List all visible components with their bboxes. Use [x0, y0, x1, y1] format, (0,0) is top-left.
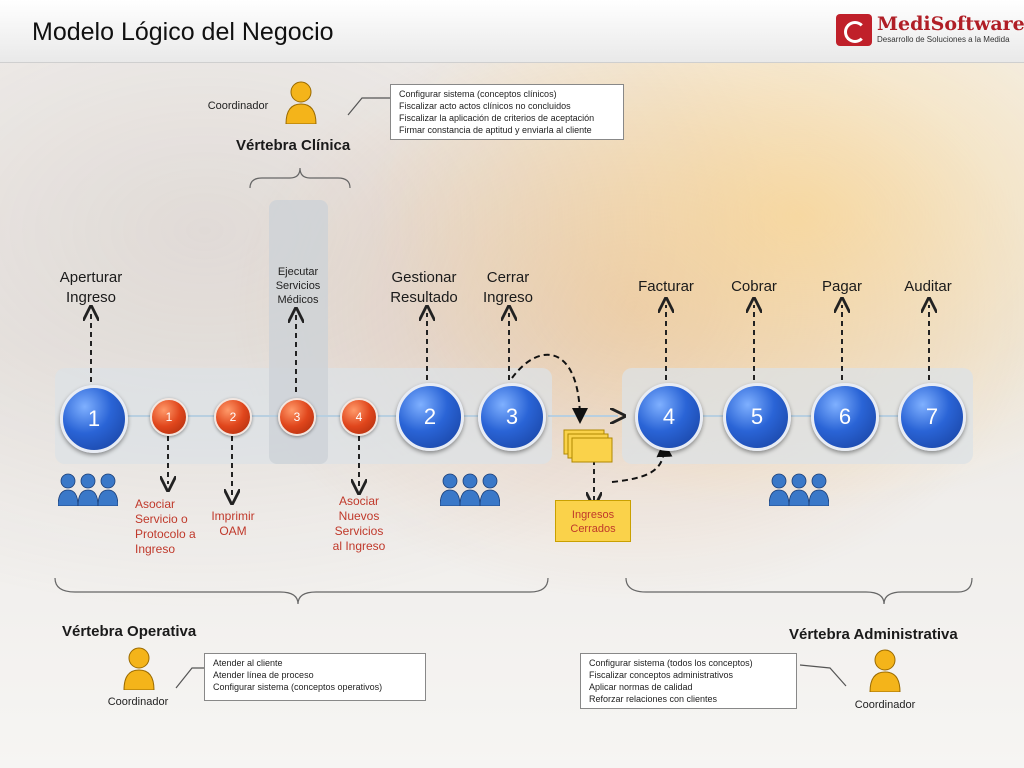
- operative-task-3: Configurar sistema (conceptos operativos…: [213, 682, 383, 692]
- group-icon: [440, 472, 500, 506]
- clinical-task-3: Fiscalizar la aplicación de criterios de…: [399, 113, 595, 123]
- clinical-tasks-box: Configurar sistema (conceptos clínicos) …: [390, 84, 624, 140]
- person-icon: [284, 80, 318, 124]
- substep-2: 2: [214, 398, 252, 436]
- ingresos-cerrados-box: Ingresos Cerrados: [555, 500, 631, 542]
- step-6: 6: [811, 383, 879, 451]
- label-pagar: Pagar: [821, 278, 863, 295]
- label-cobrar: Cobrar: [731, 278, 777, 295]
- administrative-task-1: Configurar sistema (todos los conceptos): [589, 658, 753, 668]
- page-title: Modelo Lógico del Negocio: [32, 18, 334, 46]
- step-1: 1: [60, 385, 128, 453]
- clinical-task-4: Firmar constancia de aptitud y enviarla …: [399, 125, 592, 135]
- operative-vertebra-title: Vértebra Operativa: [62, 623, 197, 640]
- folder-stack-icon: [562, 428, 614, 464]
- group-icon: [58, 472, 118, 506]
- step-4: 4: [635, 383, 703, 451]
- administrative-task-2: Fiscalizar conceptos administrativos: [589, 670, 734, 680]
- step-7: 7: [898, 383, 966, 451]
- label-cerrar-ingreso: Cerrar Ingreso: [482, 269, 534, 306]
- step-2: 2: [396, 383, 464, 451]
- substep-3: 3: [278, 398, 316, 436]
- administrative-task-3: Aplicar normas de calidad: [589, 682, 693, 692]
- label-aperturar-ingreso: Aperturar Ingreso: [59, 269, 123, 306]
- operative-task-2: Atender línea de proceso: [213, 670, 314, 680]
- group-icon: [769, 472, 829, 506]
- clinical-coordinator-label: Coordinador: [207, 100, 269, 112]
- operative-coordinator-label: Coordinador: [107, 696, 169, 708]
- administrative-vertebra-title: Vértebra Administrativa: [789, 626, 958, 643]
- step-3: 3: [478, 383, 546, 451]
- clinical-task-1: Configurar sistema (conceptos clínicos): [399, 89, 557, 99]
- substep-4: 4: [340, 398, 378, 436]
- operative-task-1: Atender al cliente: [213, 658, 283, 668]
- operative-tasks-box: Atender al cliente Atender línea de proc…: [204, 653, 426, 701]
- label-facturar: Facturar: [638, 278, 694, 295]
- administrative-task-4: Reforzar relaciones con clientes: [589, 694, 718, 704]
- administrative-coordinator-label: Coordinador: [854, 699, 916, 711]
- label-auditar: Auditar: [904, 278, 952, 295]
- logo-icon: [836, 14, 872, 46]
- logo-name: MediSoftware: [877, 13, 1024, 35]
- label-imprimir-oam: Imprimir OAM: [211, 509, 255, 538]
- label-asociar-servicio: Asociar Servicio o Protocolo a Ingreso: [135, 497, 196, 556]
- label-gestionar-resultado: Gestionar Resultado: [390, 269, 458, 306]
- person-icon: [868, 648, 902, 692]
- administrative-tasks-box: Configurar sistema (todos los conceptos)…: [580, 653, 797, 709]
- clinical-task-2: Fiscalizar acto actos clínicos no conclu…: [399, 101, 571, 111]
- label-asociar-nuevos: Asociar Nuevos Servicios al Ingreso: [332, 494, 386, 553]
- step-5: 5: [723, 383, 791, 451]
- logo-tagline: Desarrollo de Soluciones a la Medida: [877, 35, 1010, 44]
- substep-1: 1: [150, 398, 188, 436]
- label-ejecutar-servicios: Ejecutar Servicios Médicos: [275, 266, 321, 306]
- clinical-vertebra-title: Vértebra Clínica: [236, 137, 351, 154]
- person-icon: [122, 646, 156, 690]
